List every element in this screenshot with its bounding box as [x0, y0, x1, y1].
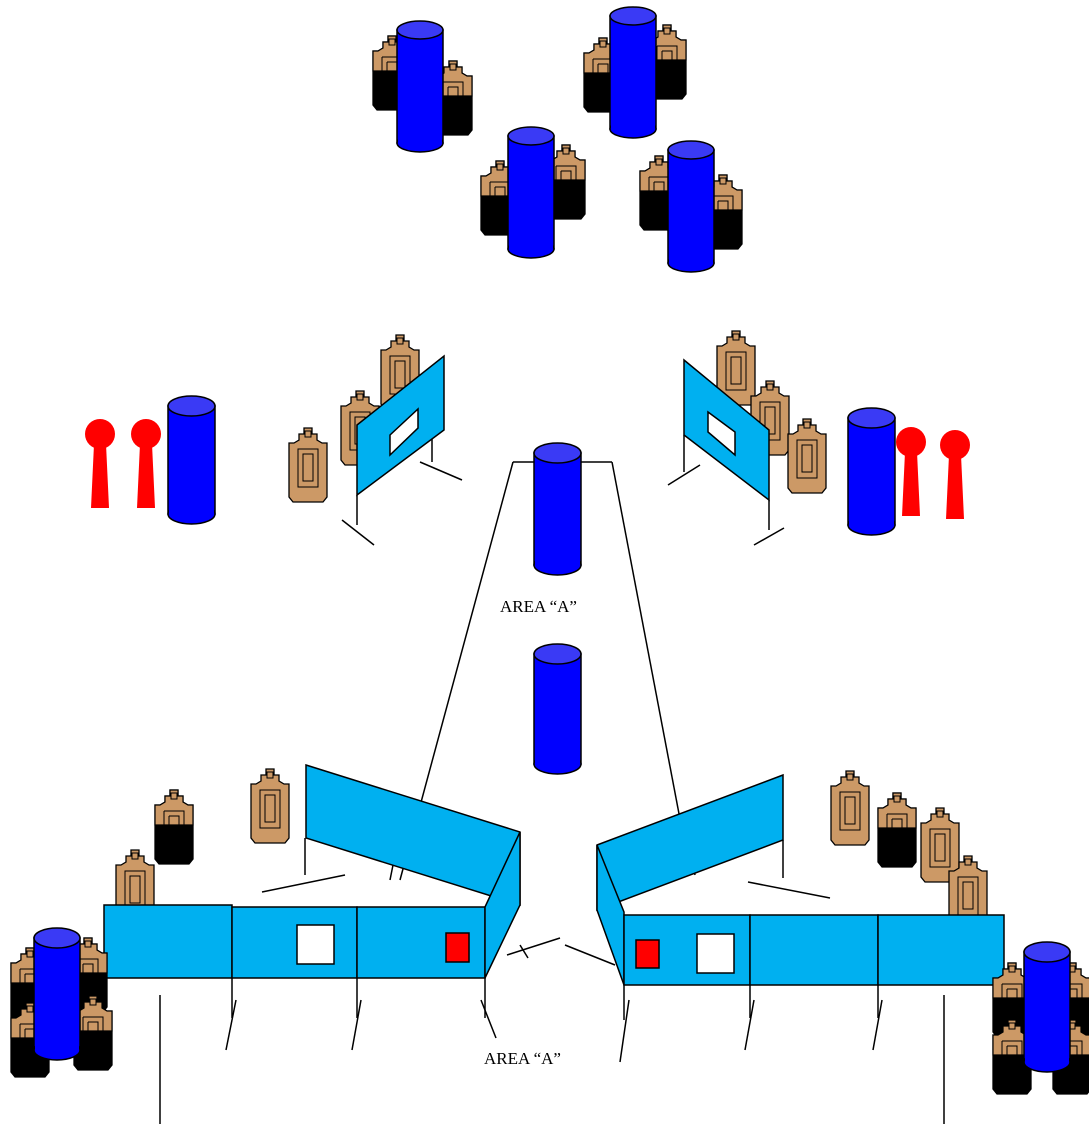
wall-panel [749, 914, 879, 986]
blue-barrel-icon [396, 20, 444, 153]
steel-popper-icon [131, 419, 161, 508]
blue-barrel-icon [533, 643, 582, 775]
port-window [389, 407, 419, 457]
blue-barrel-icon [1023, 941, 1071, 1073]
right-angled-wall [596, 770, 960, 912]
blue-barrel-icon [533, 442, 582, 576]
wall-panel [683, 358, 770, 502]
area-a-label-lower: AREA “A” [484, 1049, 561, 1068]
cardboard-target-icon [250, 768, 290, 844]
blue-barrel-icon [847, 407, 896, 536]
wall-panel [231, 906, 358, 979]
blue-barrel-icon [507, 126, 555, 259]
barrel-cluster-c [480, 126, 586, 259]
steel-popper-icon [896, 427, 926, 516]
right-long-wall [564, 844, 1005, 1124]
steel-popper-icon [85, 419, 115, 508]
top-barrel-cluster [372, 6, 743, 273]
area-a-label-upper: AREA “A” [500, 597, 577, 616]
cardboard-target-icon [830, 770, 870, 846]
barrel-cluster-d [639, 140, 743, 273]
blue-barrel-icon [167, 395, 216, 525]
bottom-right-barrel-cluster [992, 941, 1089, 1095]
no-shoot-target-icon [877, 792, 917, 868]
left-long-wall [99, 831, 561, 1124]
blue-barrel-icon [609, 6, 657, 139]
wall-panel [596, 773, 784, 912]
blue-barrel-icon [33, 927, 81, 1061]
wall-panel [103, 904, 233, 979]
steel-popper-icon [940, 430, 970, 519]
no-shoot-target-icon [154, 789, 194, 865]
left-angled-wall [154, 763, 521, 907]
red-square-target [445, 932, 470, 963]
wall-panel [356, 354, 445, 497]
wall-panel [305, 763, 521, 907]
wall-panel [484, 831, 521, 979]
blue-barrel-icon [667, 140, 715, 273]
cardboard-target-icon [288, 427, 328, 503]
left-port-wall-group [288, 334, 463, 546]
no-shoot-white-square [696, 933, 735, 974]
right-popper-group [847, 407, 970, 536]
cardboard-target-icon [787, 418, 827, 494]
right-port-wall-group [667, 330, 827, 546]
port-window [707, 410, 736, 457]
no-shoot-white-square [296, 924, 335, 965]
barrel-cluster-a [372, 20, 473, 153]
left-popper-group [85, 395, 216, 525]
bottom-left-barrel-cluster [10, 927, 113, 1078]
barrel-cluster-b [583, 6, 687, 139]
wall-panel [356, 906, 486, 979]
red-square-target [635, 939, 660, 969]
wall-panel [877, 914, 1005, 986]
